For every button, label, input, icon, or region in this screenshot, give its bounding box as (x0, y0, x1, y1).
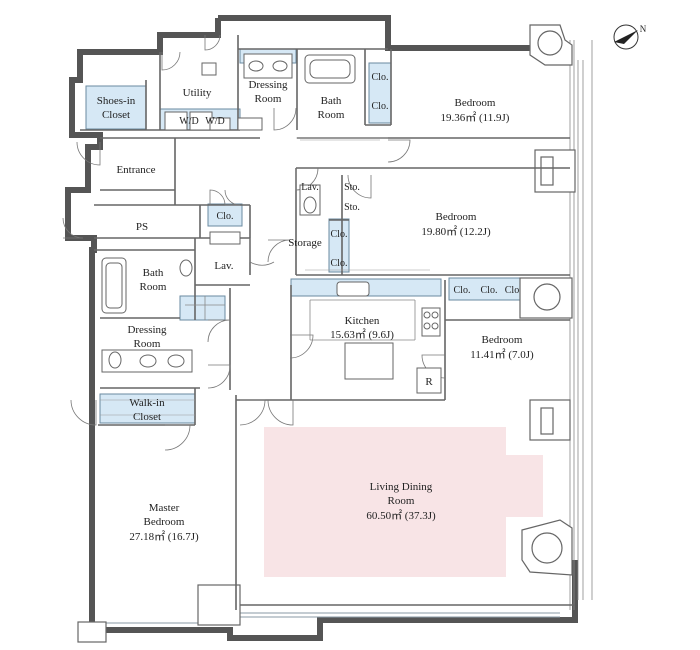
closet-top-label-1: Clo. (372, 72, 389, 83)
dressing-room-master-line1: Dressing (127, 324, 167, 336)
bath-room-top-line2: Room (318, 109, 345, 121)
compass-north-label: N (640, 24, 647, 34)
living-dining-area: 60.50㎡ (37.3J) (366, 509, 436, 522)
shoes-in-closet-line1: Shoes-in (97, 95, 136, 107)
storage-label: Storage (288, 237, 322, 249)
walk-in-closet-line2: Closet (133, 411, 161, 423)
washer-dryer-label-2: W/D (205, 116, 224, 127)
storage-small-label-1: Sto. (344, 182, 360, 193)
interior-walls (80, 35, 575, 610)
bath-room-top-line1: Bath (321, 95, 342, 107)
kitchen-area: 15.63㎡ (9.6J) (330, 328, 394, 341)
walk-in-closet-line1: Walk-in (129, 397, 165, 409)
bath-room-master-line1: Bath (143, 267, 164, 279)
closet-entrance-label: Clo. (217, 211, 234, 222)
closet-top-label-2: Clo. (372, 101, 389, 112)
dressing-room-master-line2: Room (134, 338, 161, 350)
bedroom-right-name: Bedroom (482, 334, 523, 346)
pipe-space-label: PS (136, 221, 148, 233)
bedroom-top-name: Bedroom (455, 97, 496, 109)
kitchen-name: Kitchen (345, 315, 380, 327)
dressing-room-top-line1: Dressing (248, 79, 288, 91)
lavatory-master-label: Lav. (214, 260, 233, 272)
lavatory-mid-label: Lav. (301, 182, 318, 193)
closet-right-label-3: Clo (505, 285, 519, 296)
bedroom-right-area: 11.41㎡ (7.0J) (470, 348, 534, 361)
room-labels: Shoes-in Closet Utility Dressing Room Ba… (97, 72, 534, 543)
columns (77, 24, 576, 643)
shoes-in-closet-line2: Closet (102, 109, 130, 121)
living-dining-highlight (264, 427, 543, 577)
bath-room-master-line2: Room (140, 281, 167, 293)
closet-right-label-1: Clo. (454, 285, 471, 296)
closet-right-label-2: Clo. (481, 285, 498, 296)
fixtures (100, 53, 442, 416)
entrance-label: Entrance (116, 164, 155, 176)
bedroom-mid-name: Bedroom (436, 211, 477, 223)
washer-dryer-label-1: W/D (179, 116, 198, 127)
exterior-walls (65, 15, 593, 641)
compass: N (613, 24, 647, 50)
bedroom-top-area: 19.36㎡ (11.9J) (441, 111, 510, 124)
closet-mid-label-1: Clo. (331, 229, 348, 240)
shoes-in-closet-label: Shoes-in Closet (97, 95, 136, 121)
master-bedroom-line2: Bedroom (144, 516, 185, 528)
dressing-room-top-line2: Room (255, 93, 282, 105)
refrigerator-label: R (425, 376, 433, 388)
bedroom-mid-area: 19.80㎡ (12.2J) (421, 225, 491, 238)
living-dining-line1: Living Dining (370, 481, 433, 493)
living-dining-line2: Room (388, 495, 415, 507)
closet-mid-label-2: Clo. (331, 258, 348, 269)
master-bedroom-line1: Master (149, 502, 180, 514)
utility-label: Utility (183, 87, 212, 99)
storage-small-label-2: Sto. (344, 202, 360, 213)
master-bedroom-area: 27.18㎡ (16.7J) (129, 530, 199, 543)
